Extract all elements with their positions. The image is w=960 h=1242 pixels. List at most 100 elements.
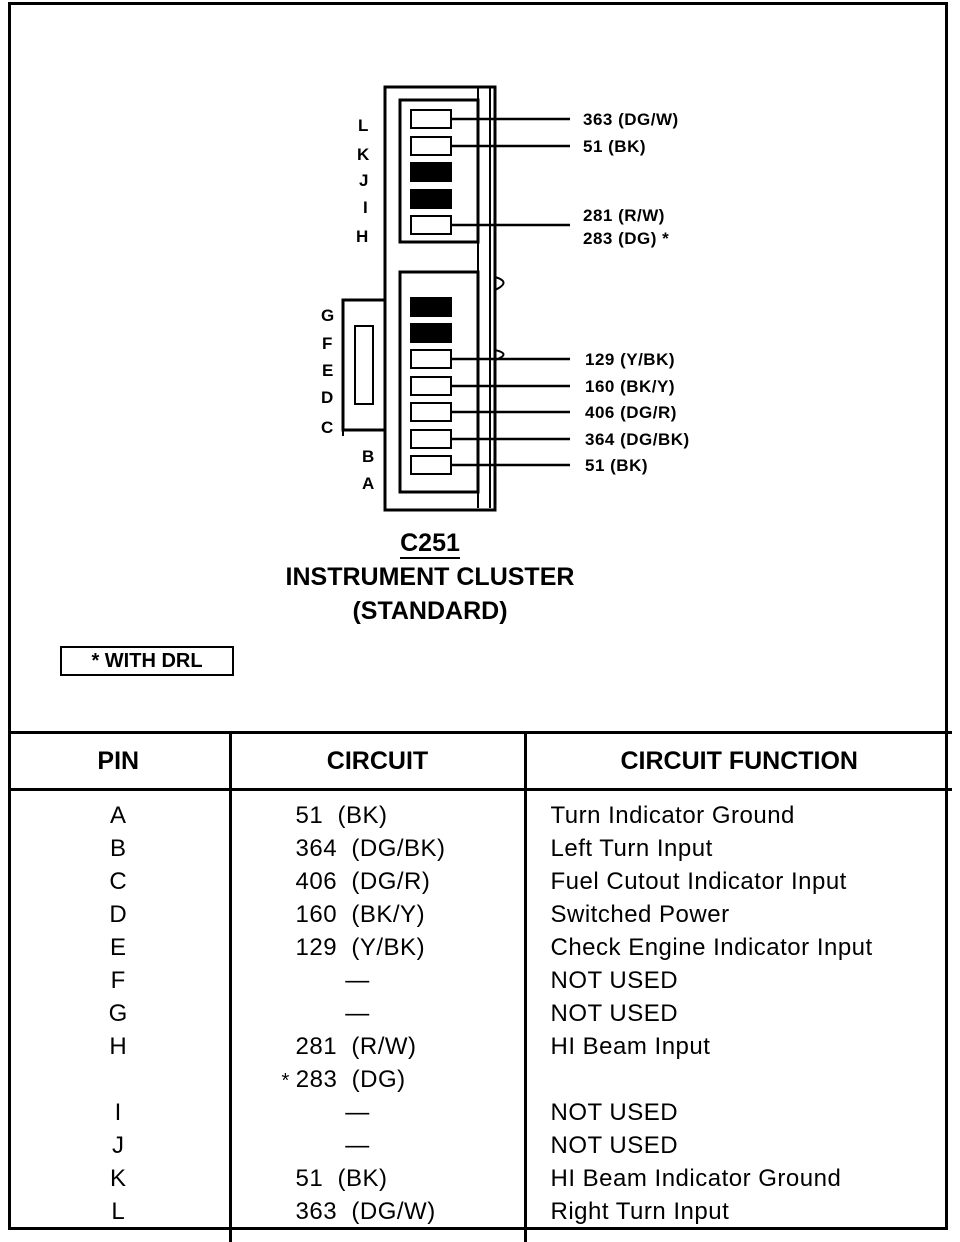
pin-letter-G: G	[321, 306, 334, 325]
function-cell: Switched Power	[523, 898, 952, 931]
drl-legend: * WITH DRL	[60, 646, 234, 676]
wire-label-D: 160 (BK/Y)	[585, 377, 675, 396]
pin-cell: B	[109, 834, 127, 862]
cavity-G-plugged	[410, 297, 452, 317]
pin-letter-B: B	[362, 447, 374, 466]
cavity-E	[410, 349, 452, 369]
circuit-cell: —	[228, 997, 525, 1030]
table-row: J — NOT USED	[8, 1129, 952, 1162]
wire-label-C: 406 (DG/R)	[585, 403, 677, 422]
header-pin: PIN	[8, 731, 230, 791]
wire-label-L: 363 (DG/W)	[583, 110, 679, 129]
cavity-D	[410, 376, 452, 396]
cavity-B	[410, 429, 452, 449]
connector-name: INSTRUMENT CLUSTER	[285, 563, 575, 591]
pin-cell: C	[109, 867, 128, 895]
pin-letter-A: A	[362, 474, 374, 493]
circuit-cell: —	[228, 1096, 525, 1129]
pin-cell: A	[109, 801, 127, 829]
wire-label-H2: 283 (DG) *	[583, 229, 669, 248]
table-row: *283 (DG)	[8, 1063, 952, 1096]
table-row: D 160 (BK/Y) Switched Power	[8, 898, 952, 931]
circuit-cell: 364 (DG/BK)	[228, 832, 525, 865]
circuit-cell: 406 (DG/R)	[228, 865, 525, 898]
table-row: G — NOT USED	[8, 997, 952, 1030]
function-cell	[523, 1063, 952, 1096]
pin-letter-C: C	[321, 418, 333, 437]
function-cell: NOT USED	[523, 997, 952, 1030]
function-cell: Left Turn Input	[523, 832, 952, 865]
latch-slot	[354, 325, 374, 405]
circuit-cell: 281 (R/W)	[228, 1030, 525, 1063]
wire-label-B: 364 (DG/BK)	[585, 430, 690, 449]
cavity-F-plugged	[410, 323, 452, 343]
table-header-row: PIN CIRCUIT CIRCUIT FUNCTION	[8, 731, 952, 791]
connector-variant: (STANDARD)	[352, 597, 508, 625]
table-row: A 51 (BK) Turn Indicator Ground	[8, 789, 952, 832]
lower-cavity-block	[398, 270, 480, 494]
pin-cell: G	[108, 999, 128, 1027]
pin-cell	[8, 1063, 230, 1096]
pin-letter-E: E	[322, 361, 333, 380]
circuit-cell: 363 (DG/W)	[228, 1195, 525, 1242]
function-cell: NOT USED	[523, 964, 952, 997]
upper-cavity-block	[398, 98, 480, 244]
circuit-cell: —	[228, 964, 525, 997]
header-circuit-function: CIRCUIT FUNCTION	[523, 731, 952, 791]
cavity-H	[410, 215, 452, 235]
circuit-cell: 51 (BK)	[228, 789, 525, 832]
pin-cell: F	[110, 966, 126, 994]
pin-cell: J	[112, 1131, 125, 1159]
pin-cell: D	[109, 900, 128, 928]
pin-letter-L: L	[358, 116, 368, 135]
function-cell: HI Beam Indicator Ground	[523, 1162, 952, 1195]
pin-letter-F: F	[322, 334, 332, 353]
table-row: H 281 (R/W) HI Beam Input	[8, 1030, 952, 1063]
table-row: C 406 (DG/R) Fuel Cutout Indicator Input	[8, 865, 952, 898]
pin-letter-K: K	[357, 145, 370, 164]
pin-cell: L	[111, 1197, 126, 1225]
cavity-A	[410, 455, 452, 475]
table-row: K 51 (BK) HI Beam Indicator Ground	[8, 1162, 952, 1195]
function-cell: NOT USED	[523, 1096, 952, 1129]
wire-label-E: 129 (Y/BK)	[585, 350, 675, 369]
table-row: I — NOT USED	[8, 1096, 952, 1129]
wire-label-A: 51 (BK)	[585, 456, 648, 475]
function-cell: HI Beam Input	[523, 1030, 952, 1063]
circuit-cell: 160 (BK/Y)	[228, 898, 525, 931]
pin-letter-J: J	[359, 171, 368, 190]
cavity-K	[410, 136, 452, 156]
circuit-cell: 129 (Y/BK)	[228, 931, 525, 964]
connector-diagram: L K J I H G F E D C B A 363 (DG/W) 51 (B…	[321, 85, 690, 512]
circuit-text: 283 (DG)	[295, 1065, 406, 1093]
table-row: F — NOT USED	[8, 964, 952, 997]
pin-cell: K	[109, 1164, 127, 1192]
function-cell: Turn Indicator Ground	[523, 789, 952, 832]
table-row: B 364 (DG/BK) Left Turn Input	[8, 832, 952, 865]
circuit-cell: —	[228, 1129, 525, 1162]
function-cell: NOT USED	[523, 1129, 952, 1162]
circuit-cell: *283 (DG)	[228, 1063, 525, 1096]
cavity-L	[410, 109, 452, 129]
pin-letter-D: D	[321, 388, 333, 407]
cavity-I-plugged	[410, 189, 452, 209]
function-cell: Right Turn Input	[523, 1195, 952, 1242]
pin-letter-I: I	[363, 198, 368, 217]
drl-star: *	[281, 1069, 290, 1092]
circuit-cell: 51 (BK)	[228, 1162, 525, 1195]
function-cell: Fuel Cutout Indicator Input	[523, 865, 952, 898]
cavity-C	[410, 402, 452, 422]
wire-label-H1: 281 (R/W)	[583, 206, 665, 225]
table-row: E 129 (Y/BK) Check Engine Indicator Inpu…	[8, 931, 952, 964]
header-circuit: CIRCUIT	[228, 731, 525, 791]
connector-latch	[341, 298, 387, 432]
function-cell: Check Engine Indicator Input	[523, 931, 952, 964]
connector-id: C251	[400, 529, 460, 559]
pin-letter-H: H	[356, 227, 368, 246]
cavity-J-plugged	[410, 162, 452, 182]
connector-title: C251 INSTRUMENT CLUSTER (STANDARD)	[230, 526, 630, 628]
wire-label-K: 51 (BK)	[583, 137, 646, 156]
table-row: L 363 (DG/W) Right Turn Input	[8, 1195, 952, 1242]
pin-cell: I	[114, 1098, 122, 1126]
pin-table: PIN CIRCUIT CIRCUIT FUNCTION A 51 (BK) T…	[8, 731, 952, 1242]
